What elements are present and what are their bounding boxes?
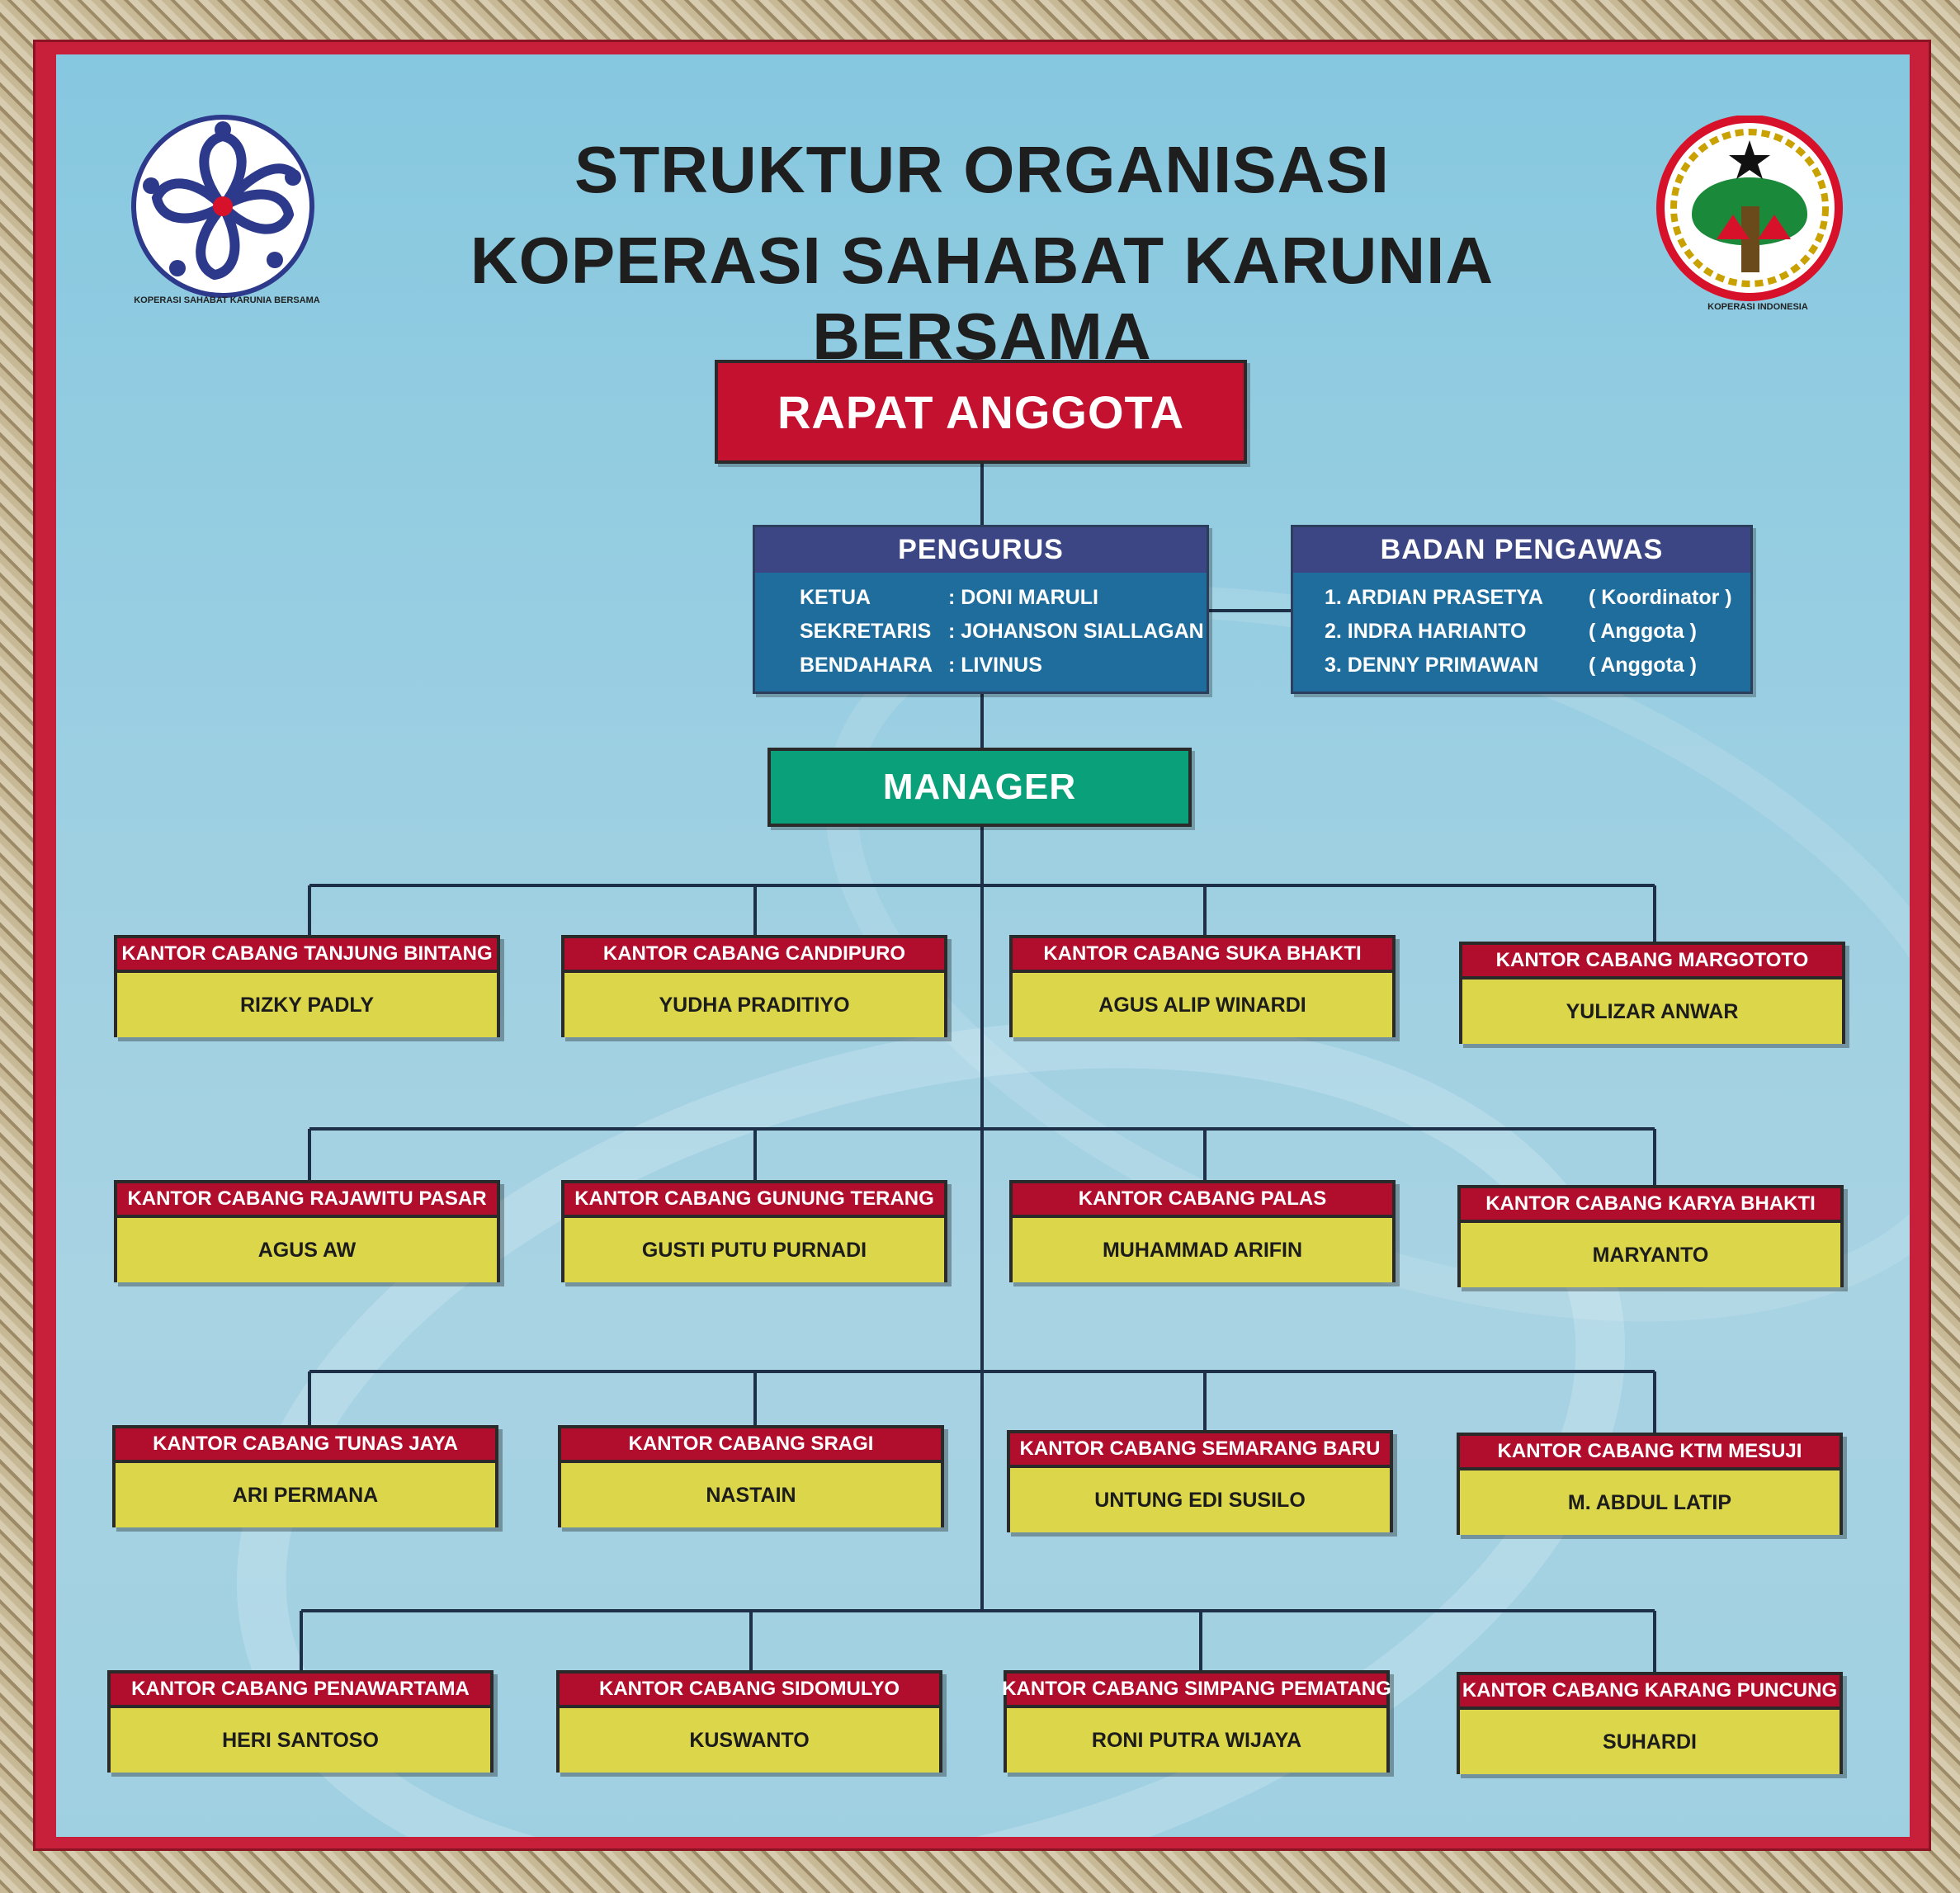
branch-head: HERI SANTOSO bbox=[111, 1708, 490, 1773]
branch-box: KANTOR CABANG TUNAS JAYA ARI PERMANA bbox=[112, 1425, 498, 1527]
branch-head: AGUS ALIP WINARDI bbox=[1013, 973, 1392, 1037]
rapat-anggota-box: RAPAT ANGGOTA bbox=[715, 360, 1247, 464]
branch-box: KANTOR CABANG KARYA BHAKTI MARYANTO bbox=[1457, 1185, 1844, 1287]
pengurus-row: KETUA : DONI MARULI bbox=[755, 581, 1207, 615]
pengurus-role: BENDAHARA bbox=[800, 654, 933, 677]
branch-box: KANTOR CABANG SRAGI NASTAIN bbox=[558, 1425, 944, 1527]
branch-office: KANTOR CABANG KARANG PUNCUNG bbox=[1460, 1675, 1840, 1710]
branch-office: KANTOR CABANG GUNUNG TERANG bbox=[564, 1183, 944, 1218]
branch-office: KANTOR CABANG SEMARANG BARU bbox=[1010, 1433, 1390, 1468]
branch-head: MARYANTO bbox=[1461, 1223, 1840, 1287]
title-line-2: KOPERASI SAHABAT KARUNIA BERSAMA bbox=[470, 224, 1495, 373]
branch-head: YUDHA PRADITIYO bbox=[564, 973, 944, 1037]
branch-box: KANTOR CABANG KARANG PUNCUNG SUHARDI bbox=[1457, 1672, 1843, 1774]
branch-head: KUSWANTO bbox=[560, 1708, 939, 1773]
branch-head: RONI PUTRA WIJAYA bbox=[1007, 1708, 1386, 1773]
pengurus-row: BENDAHARA : LIVINUS bbox=[755, 649, 1207, 682]
branch-office: KANTOR CABANG SRAGI bbox=[561, 1428, 941, 1463]
koperasi-skb-logo bbox=[131, 115, 314, 298]
branch-box: KANTOR CABANG SEMARANG BARU UNTUNG EDI S… bbox=[1007, 1430, 1393, 1532]
branch-head: GUSTI PUTU PURNADI bbox=[564, 1218, 944, 1282]
branch-office: KANTOR CABANG TUNAS JAYA bbox=[116, 1428, 495, 1463]
branch-box: KANTOR CABANG PENAWARTAMA HERI SANTOSO bbox=[107, 1670, 494, 1773]
branch-box: KANTOR CABANG RAJAWITU PASAR AGUS AW bbox=[114, 1180, 500, 1282]
branch-head: YULIZAR ANWAR bbox=[1462, 980, 1842, 1044]
branch-box: KANTOR CABANG PALAS MUHAMMAD ARIFIN bbox=[1009, 1180, 1396, 1282]
branch-box: KANTOR CABANG SIDOMULYO KUSWANTO bbox=[556, 1670, 942, 1773]
branch-head: M. ABDUL LATIP bbox=[1460, 1470, 1840, 1535]
pengurus-box: PENGURUS KETUA : DONI MARULI SEKRETARIS … bbox=[753, 525, 1209, 694]
branch-box: KANTOR CABANG CANDIPURO YUDHA PRADITIYO bbox=[561, 935, 947, 1037]
branch-box: KANTOR CABANG GUNUNG TERANG GUSTI PUTU P… bbox=[561, 1180, 947, 1282]
pengawas-role: ( Koordinator ) bbox=[1589, 586, 1732, 609]
branch-office: KANTOR CABANG KARYA BHAKTI bbox=[1461, 1188, 1840, 1223]
pengawas-row: 1. ARDIAN PRASETYA ( Koordinator ) bbox=[1293, 581, 1750, 615]
koperasi-indonesia-logo bbox=[1656, 116, 1843, 301]
branch-box: KANTOR CABANG SIMPANG PEMATANG RONI PUTR… bbox=[1002, 1670, 1391, 1773]
branch-head: SUHARDI bbox=[1460, 1710, 1840, 1774]
branch-office: KANTOR CABANG CANDIPURO bbox=[564, 938, 944, 973]
branch-office: KANTOR CABANG SUKA BHAKTI bbox=[1013, 938, 1392, 973]
branch-office: KANTOR CABANG SIDOMULYO bbox=[560, 1673, 939, 1708]
manager-box: MANAGER bbox=[767, 748, 1192, 827]
branch-office: KANTOR CABANG KTM MESUJI bbox=[1460, 1436, 1840, 1470]
pengurus-body: KETUA : DONI MARULI SEKRETARIS : JOHANSO… bbox=[755, 573, 1207, 692]
branch-office: KANTOR CABANG PENAWARTAMA bbox=[111, 1673, 490, 1708]
branch-head: UNTUNG EDI SUSILO bbox=[1010, 1468, 1390, 1532]
pengurus-name: : LIVINUS bbox=[948, 654, 1042, 677]
pengawas-name: 2. INDRA HARIANTO bbox=[1325, 620, 1527, 643]
branch-box: KANTOR CABANG TANJUNG BINTANG RIZKY PADL… bbox=[114, 935, 500, 1037]
pengurus-role: KETUA bbox=[800, 586, 871, 609]
pengawas-role: ( Anggota ) bbox=[1589, 654, 1697, 677]
branch-box: KANTOR CABANG KTM MESUJI M. ABDUL LATIP bbox=[1457, 1433, 1843, 1535]
branch-office: KANTOR CABANG MARGOTOTO bbox=[1462, 945, 1842, 980]
right-logo-caption: KOPERASI INDONESIA bbox=[1707, 302, 1808, 312]
branch-box: KANTOR CABANG MARGOTOTO YULIZAR ANWAR bbox=[1459, 942, 1845, 1044]
pengurus-name: : JOHANSON SIALLAGAN bbox=[948, 620, 1204, 643]
branch-office: KANTOR CABANG TANJUNG BINTANG bbox=[117, 938, 497, 973]
branch-box: KANTOR CABANG SUKA BHAKTI AGUS ALIP WINA… bbox=[1009, 935, 1396, 1037]
pengurus-title: PENGURUS bbox=[755, 527, 1207, 573]
title-line-1: STRUKTUR ORGANISASI bbox=[574, 133, 1390, 206]
branch-head: MUHAMMAD ARIFIN bbox=[1013, 1218, 1392, 1282]
branch-office: KANTOR CABANG RAJAWITU PASAR bbox=[117, 1183, 497, 1218]
pengurus-row: SEKRETARIS : JOHANSON SIALLAGAN bbox=[755, 615, 1207, 649]
badan-pengawas-box: BADAN PENGAWAS 1. ARDIAN PRASETYA ( Koor… bbox=[1291, 525, 1753, 694]
pengawas-row: 3. DENNY PRIMAWAN ( Anggota ) bbox=[1293, 649, 1750, 682]
branch-office: KANTOR CABANG PALAS bbox=[1013, 1183, 1392, 1218]
pengawas-role: ( Anggota ) bbox=[1589, 620, 1697, 643]
branch-head: NASTAIN bbox=[561, 1463, 941, 1527]
branch-head: AGUS AW bbox=[117, 1218, 497, 1282]
branch-head: RIZKY PADLY bbox=[117, 973, 497, 1037]
pengurus-name: : DONI MARULI bbox=[948, 586, 1098, 609]
pengawas-body: 1. ARDIAN PRASETYA ( Koordinator ) 2. IN… bbox=[1293, 573, 1750, 692]
pengawas-row: 2. INDRA HARIANTO ( Anggota ) bbox=[1293, 615, 1750, 649]
pengawas-title: BADAN PENGAWAS bbox=[1293, 527, 1750, 573]
pengawas-name: 3. DENNY PRIMAWAN bbox=[1325, 654, 1539, 677]
pengawas-name: 1. ARDIAN PRASETYA bbox=[1325, 586, 1543, 609]
branch-head: ARI PERMANA bbox=[116, 1463, 495, 1527]
branch-office: KANTOR CABANG SIMPANG PEMATANG bbox=[1002, 1673, 1391, 1708]
left-logo-caption: KOPERASI SAHABAT KARUNIA BERSAMA bbox=[134, 295, 320, 305]
pengurus-role: SEKRETARIS bbox=[800, 620, 932, 643]
